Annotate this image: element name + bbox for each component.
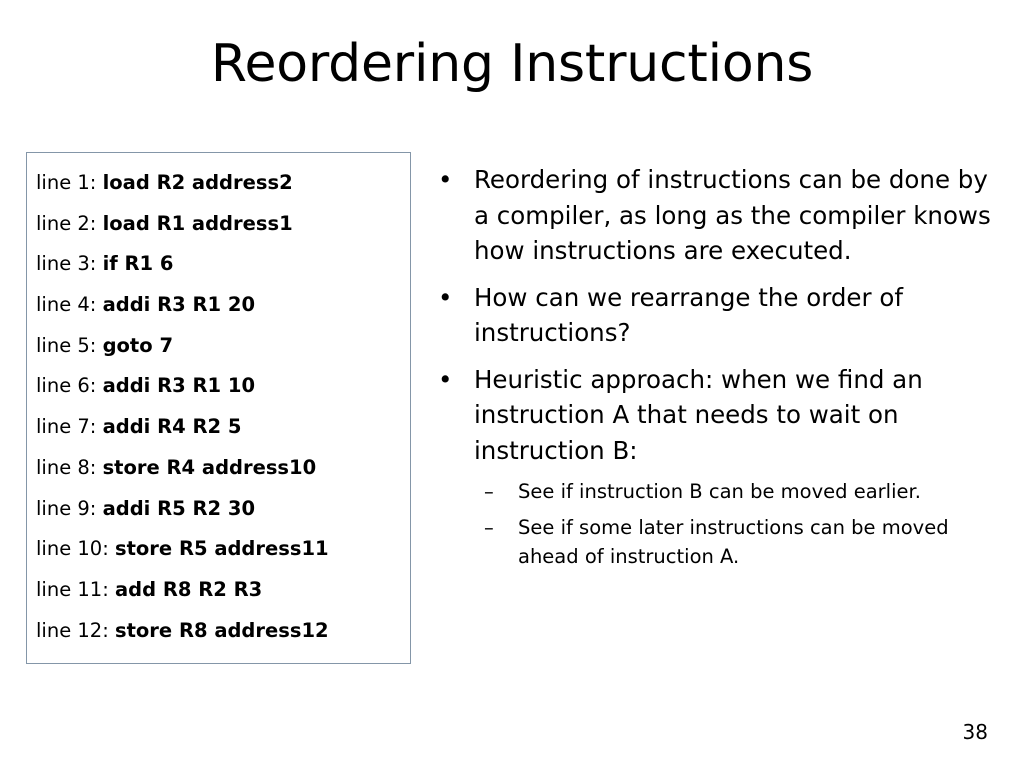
bullet-marker-icon: • <box>438 165 453 194</box>
code-line-instruction: addi R3 R1 20 <box>102 293 256 317</box>
sub-bullet-list: – See if instruction B can be moved earl… <box>474 477 996 572</box>
code-line-instruction: goto 7 <box>102 333 174 357</box>
sub-bullet-item: – See if some later instructions can be … <box>484 513 996 572</box>
code-line: line 7: addi R4 R2 5 <box>36 407 410 448</box>
sub-bullet-item: – See if instruction B can be moved earl… <box>484 477 996 507</box>
code-line-label: line 12: <box>36 618 109 642</box>
bullet-list: • Reordering of instructions can be done… <box>434 162 996 583</box>
code-line: line 9: addi R5 R2 30 <box>36 489 410 530</box>
code-listing-box: line 1: load R2 address2 line 2: load R1… <box>26 152 411 664</box>
code-line-label: line 11: <box>36 577 109 601</box>
code-line: line 10: store R5 address11 <box>36 529 410 570</box>
code-line: line 12: store R8 address12 <box>36 611 410 652</box>
code-line-label: line 6: <box>36 374 97 398</box>
code-line-instruction: addi R3 R1 10 <box>102 374 256 398</box>
bullet-text: Heuristic approach: when we find an inst… <box>474 364 923 465</box>
bullet-text: Reordering of instructions can be done b… <box>474 165 991 265</box>
bullet-marker-icon: • <box>438 364 453 394</box>
code-line-instruction: store R4 address10 <box>102 455 317 479</box>
code-line-label: line 10: <box>36 537 109 561</box>
bullet-item: • Heuristic approach: when we find an in… <box>434 362 996 572</box>
code-line-instruction: store R5 address11 <box>114 537 329 561</box>
code-line-instruction: load R2 address2 <box>102 171 293 194</box>
code-line: line 6: addi R3 R1 10 <box>36 366 410 407</box>
code-line-instruction: load R1 address1 <box>102 211 293 235</box>
bullet-item: • How can we rearrange the order of inst… <box>434 280 996 351</box>
bullet-marker-icon: • <box>438 282 453 312</box>
code-line-label: line 4: <box>36 293 97 317</box>
code-line-instruction: addi R5 R2 30 <box>102 496 256 520</box>
code-line: line 5: goto 7 <box>36 326 410 367</box>
code-line: line 11: add R8 R2 R3 <box>36 570 410 611</box>
code-line: line 1: load R2 address2 <box>36 163 410 204</box>
dash-marker-icon: – <box>484 515 494 539</box>
code-line-label: line 3: <box>36 252 97 276</box>
code-line-label: line 2: <box>36 211 97 235</box>
code-line-instruction: if R1 6 <box>102 252 174 276</box>
code-line-label: line 7: <box>36 415 97 439</box>
code-line-instruction: addi R4 R2 5 <box>102 415 242 439</box>
bullet-item: • Reordering of instructions can be done… <box>434 162 996 269</box>
code-line: line 2: load R1 address1 <box>36 204 410 245</box>
page-title: Reordering Instructions <box>210 34 814 94</box>
slide-number: 38 <box>962 720 988 744</box>
bullet-text: How can we rearrange the order of instru… <box>474 282 903 348</box>
sub-bullet-text: See if some later instructions can be mo… <box>518 515 949 569</box>
code-line: line 4: addi R3 R1 20 <box>36 285 410 326</box>
code-line-instruction: store R8 address12 <box>114 618 329 642</box>
code-line-label: line 5: <box>36 333 97 357</box>
code-line: line 8: store R4 address10 <box>36 448 410 489</box>
code-line-instruction: add R8 R2 R3 <box>114 577 263 601</box>
code-line-label: line 9: <box>36 496 97 520</box>
dash-marker-icon: – <box>484 480 494 503</box>
code-line-label: line 8: <box>36 455 97 479</box>
code-line-label: line 1: <box>36 171 97 194</box>
sub-bullet-text: See if instruction B can be moved earlie… <box>518 480 921 503</box>
code-line: line 3: if R1 6 <box>36 244 410 285</box>
